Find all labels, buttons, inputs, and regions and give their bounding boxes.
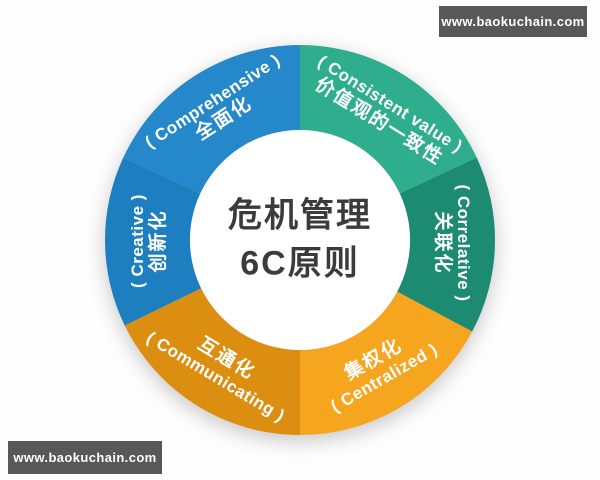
watermark-top-right: www.baokuchain.com <box>439 6 587 37</box>
chart-center-title: 危机管理 6C原则 <box>228 192 372 287</box>
segment-correlative <box>397 157 496 332</box>
center-title-line2: 6C原则 <box>240 244 360 282</box>
segment-centralized <box>300 291 473 435</box>
segment-communicating <box>124 288 301 435</box>
watermark-bottom-left: www.baokuchain.com <box>8 441 162 474</box>
segment-creative <box>105 157 202 326</box>
donut-hole <box>190 130 410 350</box>
segment-comprehensive <box>123 44 301 194</box>
segment-consistent-value <box>300 45 477 194</box>
center-title-line1: 危机管理 <box>228 196 372 235</box>
